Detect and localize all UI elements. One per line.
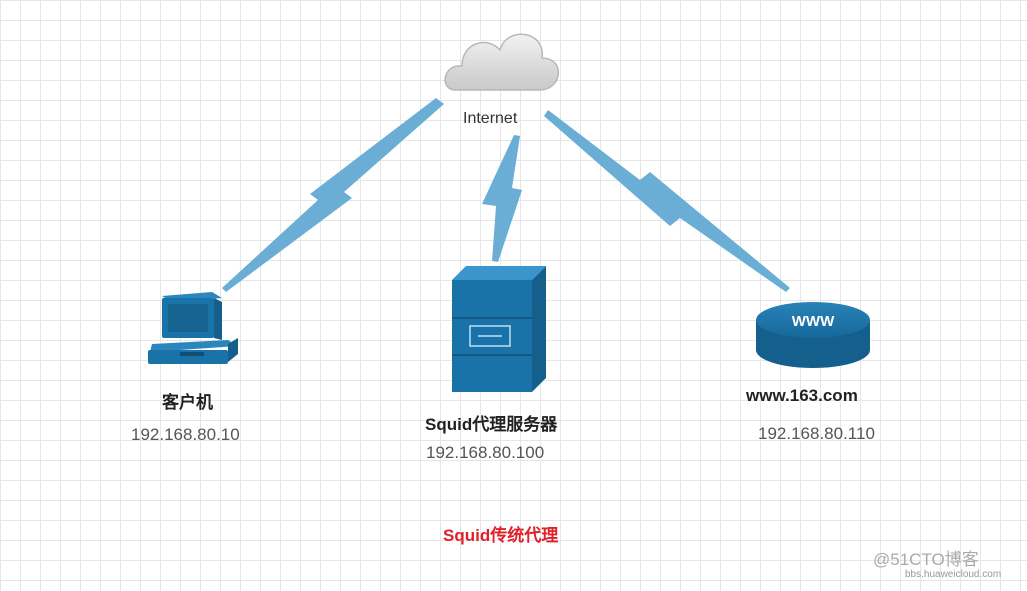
web-server-icon: WWW [756,302,870,368]
client-ip: 192.168.80.10 [131,425,240,444]
internet-label: Internet [463,110,518,127]
diagram-caption: Squid传统代理 [443,526,559,545]
watermark-text: @51CTO博客 [873,550,979,569]
watermark-url: bbs.huaweicloud.com [905,569,1002,580]
link-internet-web [544,110,790,292]
link-proxy-internet [482,135,522,262]
www-badge: WWW [792,313,835,330]
server-icon [452,266,546,392]
proxy-ip: 192.168.80.100 [426,443,545,462]
web-name: www.163.com [746,386,858,405]
link-client-internet [222,98,444,292]
proxy-name: Squid代理服务器 [425,415,558,434]
computer-icon [148,292,238,364]
web-ip: 192.168.80.110 [758,424,875,443]
cloud-icon [444,33,560,91]
client-name: 客户机 [162,393,213,412]
